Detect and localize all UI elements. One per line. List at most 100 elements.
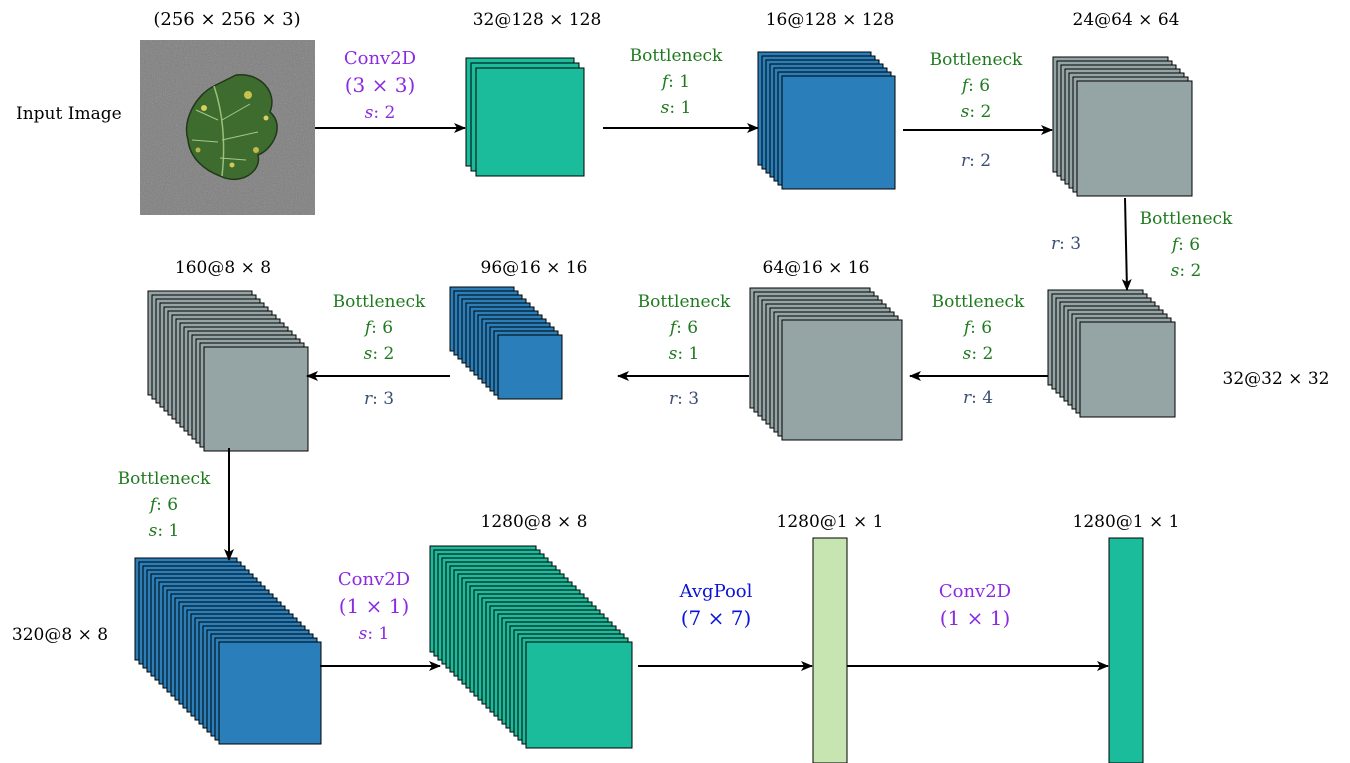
feature-map-stack-8 bbox=[134, 557, 322, 745]
leaf-photo bbox=[140, 40, 315, 215]
op-5-stride: s: 2 bbox=[963, 344, 994, 364]
op-1-kernel: (3 × 3) bbox=[345, 73, 416, 97]
block-8-dims: 320@8 × 8 bbox=[12, 625, 108, 645]
feature-map-layer bbox=[781, 319, 903, 441]
feature-map-layer bbox=[475, 67, 585, 177]
op-4-expansion: f: 6 bbox=[1170, 235, 1200, 255]
op-4-expansion-value: 6 bbox=[1189, 235, 1200, 255]
op-bottleneck-7-label: Bottleneck f: 6 s: 1 bbox=[118, 469, 211, 541]
op-6-name: Bottleneck bbox=[638, 292, 731, 312]
op-8-stride-value: 1 bbox=[169, 521, 180, 541]
op-conv2d-1-label: Conv2D (3 × 3) s: 2 bbox=[344, 48, 416, 123]
op-8-expansion-value: 6 bbox=[167, 495, 178, 515]
op-5-expansion: f: 6 bbox=[962, 318, 992, 338]
op-8-stride: s: 1 bbox=[149, 521, 180, 541]
op-7-stride-value: 2 bbox=[384, 344, 395, 364]
op-5-repeat: r: 4 bbox=[963, 388, 993, 408]
op-10-kernel: (7 × 7) bbox=[681, 606, 752, 630]
op-bottleneck-6-label: Bottleneck f: 6 s: 2 r: 3 bbox=[333, 292, 426, 409]
op-9-stride: s: 1 bbox=[359, 624, 390, 644]
feature-map-stack-6 bbox=[449, 286, 563, 400]
op-5-stride-value: 2 bbox=[983, 344, 994, 364]
op-7-stride: s: 2 bbox=[364, 344, 395, 364]
op-conv2d-3-label: Conv2D (1 × 1) bbox=[939, 581, 1011, 630]
op-4-stride: s: 2 bbox=[1171, 261, 1202, 281]
block-5-dims: 64@16 × 16 bbox=[763, 258, 870, 278]
op-11-kernel: (1 × 1) bbox=[940, 606, 1011, 630]
block-11-dims: 1280@1 × 1 bbox=[1073, 512, 1180, 532]
op-6-stride: s: 1 bbox=[669, 344, 700, 364]
op-9-name: Conv2D bbox=[338, 569, 410, 590]
feature-map-layer bbox=[203, 346, 309, 452]
feature-vector-bar-2 bbox=[1108, 537, 1144, 763]
op-3-name: Bottleneck bbox=[930, 50, 1023, 70]
feature-map-stack-1 bbox=[465, 57, 585, 177]
op-7-expansion-value: 6 bbox=[382, 318, 393, 338]
op-10-name: AvgPool bbox=[679, 581, 753, 602]
op-2-stride-value: 1 bbox=[681, 98, 692, 118]
feature-map-layer bbox=[525, 641, 633, 749]
feature-map-stack-2 bbox=[757, 51, 896, 190]
input-dims-label: (256 × 256 × 3) bbox=[153, 9, 300, 30]
op-7-repeat-value: 3 bbox=[383, 389, 394, 409]
op-11-name: Conv2D bbox=[939, 581, 1011, 602]
op-7-expansion: f: 6 bbox=[363, 318, 393, 338]
block-1-dims: 32@128 × 128 bbox=[473, 10, 602, 30]
op-7-repeat: r: 3 bbox=[364, 389, 394, 409]
block-4-dims: 32@32 × 32 bbox=[1223, 369, 1330, 389]
op-6-stride-value: 1 bbox=[689, 344, 700, 364]
op-8-name: Bottleneck bbox=[118, 469, 211, 489]
op-6-repeat: r: 3 bbox=[669, 389, 699, 409]
op-2-stride: s: 1 bbox=[661, 98, 692, 118]
op-6-expansion: f: 6 bbox=[668, 318, 698, 338]
op-2-name: Bottleneck bbox=[630, 46, 723, 66]
op-6-repeat-value: 3 bbox=[688, 389, 699, 409]
op-8-expansion: f: 6 bbox=[148, 495, 178, 515]
input-image-label: Input Image bbox=[16, 104, 122, 124]
block-10-dims: 1280@1 × 1 bbox=[777, 512, 884, 532]
op-1-name: Conv2D bbox=[344, 48, 416, 69]
op-bottleneck-5-label: Bottleneck f: 6 s: 1 r: 3 bbox=[638, 292, 731, 409]
op-bottleneck-1-label: Bottleneck f: 1 s: 1 bbox=[630, 46, 723, 118]
arrow-block-3-to-block-4 bbox=[1121, 197, 1132, 291]
op-6-expansion-value: 6 bbox=[687, 318, 698, 338]
feature-map-stack-7 bbox=[147, 290, 309, 452]
op-2-expansion-value: 1 bbox=[679, 72, 690, 92]
op-1-stride: s: 2 bbox=[365, 103, 396, 123]
op-4-name: Bottleneck bbox=[1140, 209, 1233, 229]
op-1-stride-value: 2 bbox=[385, 103, 396, 123]
op-4-repeat: r: 3 bbox=[1051, 234, 1081, 254]
op-bottleneck-4-label: Bottleneck f: 6 s: 2 r: 4 bbox=[932, 292, 1025, 408]
block-7-dims: 160@8 × 8 bbox=[175, 258, 271, 278]
feature-map-stack-3 bbox=[1052, 56, 1193, 197]
op-9-kernel: (1 × 1) bbox=[339, 594, 410, 618]
feature-map-stack-9 bbox=[429, 545, 633, 749]
op-bottleneck-2-label: Bottleneck f: 6 s: 2 r: 2 bbox=[930, 50, 1023, 171]
block-3-dims: 24@64 × 64 bbox=[1073, 10, 1180, 30]
feature-map-layer bbox=[497, 334, 563, 400]
op-3-repeat-value: 2 bbox=[980, 151, 991, 171]
block-2-dims: 16@128 × 128 bbox=[766, 10, 895, 30]
op-4-stride-value: 2 bbox=[1191, 261, 1202, 281]
op-9-stride-value: 1 bbox=[379, 624, 390, 644]
op-conv2d-2-label: Conv2D (1 × 1) s: 1 bbox=[338, 569, 410, 644]
feature-map-layer bbox=[218, 641, 322, 745]
op-5-repeat-value: 4 bbox=[982, 388, 993, 408]
op-3-stride-value: 2 bbox=[981, 102, 992, 122]
block-9-dims: 1280@8 × 8 bbox=[481, 512, 588, 532]
op-avgpool-label: AvgPool (7 × 7) bbox=[679, 581, 753, 630]
op-3-expansion-value: 6 bbox=[979, 76, 990, 96]
feature-map-layer bbox=[781, 75, 896, 190]
op-bottleneck-3-label: Bottleneck f: 6 s: 2 r: 3 bbox=[1051, 209, 1233, 281]
feature-map-layer bbox=[1079, 321, 1176, 418]
op-5-expansion-value: 6 bbox=[981, 318, 992, 338]
op-4-repeat-value: 3 bbox=[1070, 234, 1081, 254]
op-2-expansion: f: 1 bbox=[660, 72, 690, 92]
feature-vector-bar-1 bbox=[812, 537, 848, 763]
op-5-name: Bottleneck bbox=[932, 292, 1025, 312]
block-6-dims: 96@16 × 16 bbox=[481, 258, 588, 278]
op-7-name: Bottleneck bbox=[333, 292, 426, 312]
feature-map-layer bbox=[1076, 80, 1193, 197]
feature-map-stack-5 bbox=[749, 287, 903, 441]
